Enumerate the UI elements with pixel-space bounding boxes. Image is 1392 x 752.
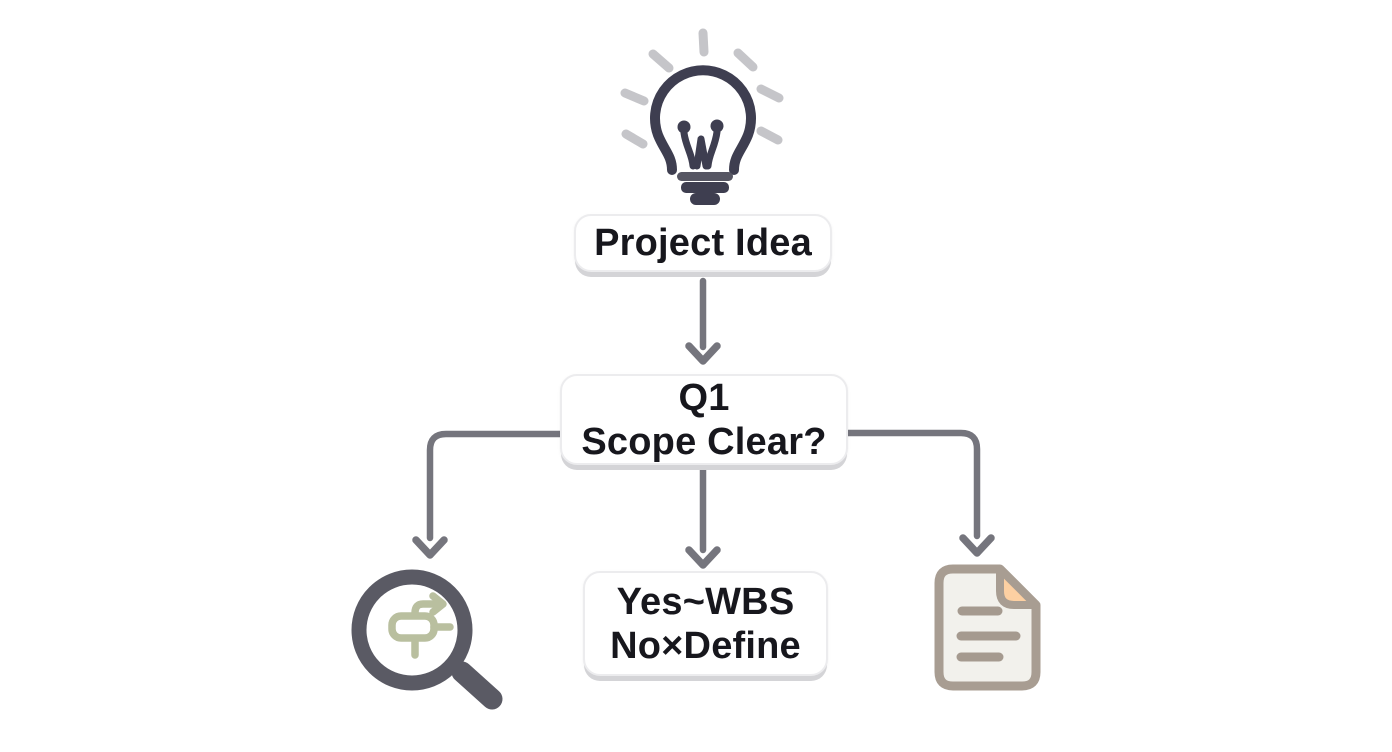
arrowhead-center [685, 546, 721, 569]
node-question-q1: Q1 Scope Clear? [560, 374, 848, 465]
node-project-idea: Project Idea [574, 214, 832, 272]
flow-glyph [388, 592, 454, 659]
arrowhead-idea-to-question [685, 342, 721, 365]
outcome-line-yes: Yes~WBS [616, 580, 795, 623]
document-fold-corner [996, 565, 1040, 609]
outcome-line-no: No×Define [610, 624, 801, 667]
lightbulb-filament [677, 119, 724, 170]
magnifier-handle [451, 661, 503, 710]
lightbulb-glass [650, 65, 756, 175]
lightbulb-rays [620, 28, 784, 149]
arrow-question-to-right [844, 429, 981, 540]
document-text-lines [956, 606, 1021, 662]
node-outcome: Yes~WBS No×Define [583, 571, 828, 676]
arrowhead-right [959, 534, 995, 557]
project-idea-label: Project Idea [594, 222, 812, 264]
lightbulb-icon [620, 28, 784, 205]
question-line-1: Q1 [678, 376, 730, 419]
lightbulb-base [677, 172, 733, 205]
arrow-question-to-left [426, 430, 564, 542]
arrowhead-left [412, 536, 448, 559]
magnifying-glass-flow-icon [351, 569, 503, 710]
document-icon [934, 564, 1041, 691]
question-line-2: Scope Clear? [581, 420, 827, 463]
